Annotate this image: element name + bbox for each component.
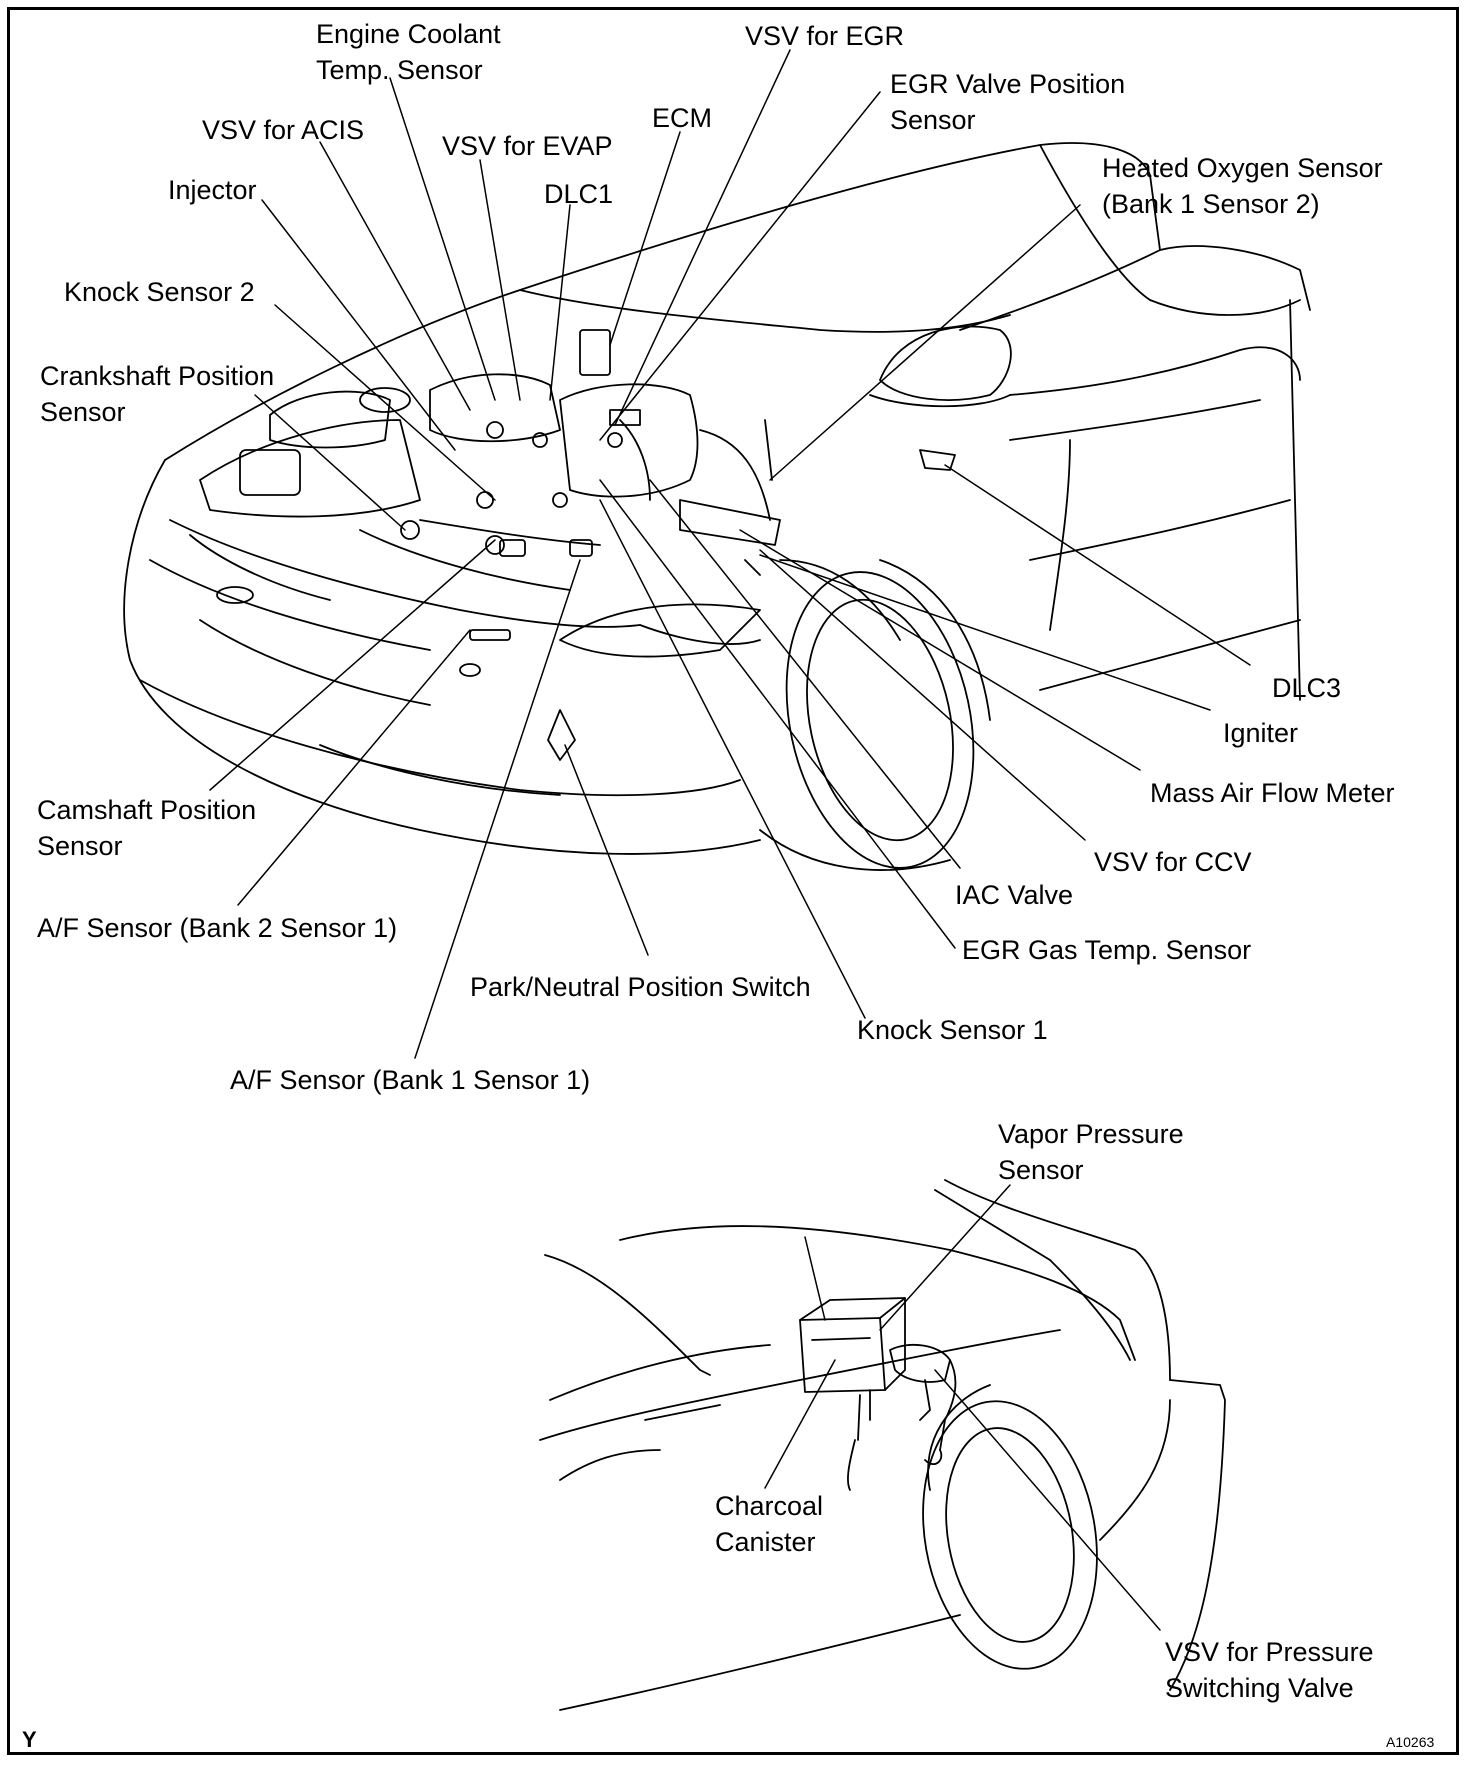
label-engine-coolant-temp-sensor: Engine Coolant Temp. Sensor (316, 16, 501, 88)
label-mass-air-flow-meter: Mass Air Flow Meter (1150, 778, 1395, 808)
label-line: Sensor (998, 1155, 1084, 1185)
car-front-body (123, 142, 1311, 871)
label-knock-sensor-1: Knock Sensor 1 (857, 1015, 1048, 1045)
label-line: EGR Valve Position (890, 69, 1126, 99)
label-dlc3: DLC3 (1272, 673, 1342, 703)
label-line: Crankshaft Position (40, 361, 275, 391)
label-vsv-for-egr: VSV for EGR (745, 21, 905, 51)
label-crankshaft-position-sensor: Crankshaft Position Sensor (40, 358, 274, 430)
label-heated-oxygen-sensor: Heated Oxygen Sensor (Bank 1 Sensor 2) (1102, 150, 1383, 222)
label-line: Engine Coolant (316, 19, 501, 49)
corner-mark: Y (22, 1727, 37, 1752)
lower-leader-lines (764, 1184, 1161, 1631)
label-dlc1: DLC1 (544, 179, 614, 209)
label-line: Charcoal (715, 1491, 824, 1521)
diagram-frame (7, 7, 1459, 1755)
label-line: Camshaft Position (37, 795, 257, 825)
label-line: (Bank 1 Sensor 2) (1102, 189, 1320, 219)
label-line: Switching Valve (1165, 1673, 1354, 1703)
label-vsv-for-evap: VSV for EVAP (442, 131, 613, 161)
label-egr-gas-temp-sensor: EGR Gas Temp. Sensor (962, 935, 1252, 965)
label-camshaft-position-sensor: Camshaft Position Sensor (37, 792, 256, 864)
label-line: Sensor (40, 397, 126, 427)
label-af-sensor-bank-2: A/F Sensor (Bank 2 Sensor 1) (37, 913, 398, 943)
leader-lines (209, 49, 1251, 1059)
label-line: Sensor (890, 105, 976, 135)
label-line: Temp. Sensor (316, 55, 483, 85)
label-line: VSV for Pressure (1165, 1637, 1374, 1667)
label-af-sensor-bank-1: A/F Sensor (Bank 1 Sensor 1) (230, 1065, 591, 1095)
label-vapor-pressure-sensor: Vapor Pressure Sensor (998, 1116, 1184, 1188)
label-knock-sensor-2: Knock Sensor 2 (64, 277, 255, 307)
label-vsv-for-acis: VSV for ACIS (202, 115, 365, 145)
label-igniter: Igniter (1223, 718, 1299, 748)
label-line: Heated Oxygen Sensor (1102, 153, 1383, 183)
label-charcoal-canister: Charcoal Canister (715, 1488, 823, 1560)
label-egr-valve-position-sensor: EGR Valve Position Sensor (890, 66, 1125, 138)
label-vsv-for-ccv: VSV for CCV (1094, 847, 1252, 877)
label-line: Canister (715, 1527, 816, 1557)
label-ecm: ECM (652, 103, 712, 133)
label-line: Vapor Pressure (998, 1119, 1184, 1149)
label-injector: Injector (168, 175, 257, 205)
label-iac-valve: IAC Valve (955, 880, 1074, 910)
label-vsv-for-pressure-switching-valve: VSV for Pressure Switching Valve (1165, 1634, 1374, 1706)
label-line: Sensor (37, 831, 123, 861)
car-rear-body (539, 1179, 1226, 1711)
label-park-neutral-position-switch: Park/Neutral Position Switch (470, 972, 811, 1002)
figure-code: A10263 (1386, 1734, 1435, 1750)
